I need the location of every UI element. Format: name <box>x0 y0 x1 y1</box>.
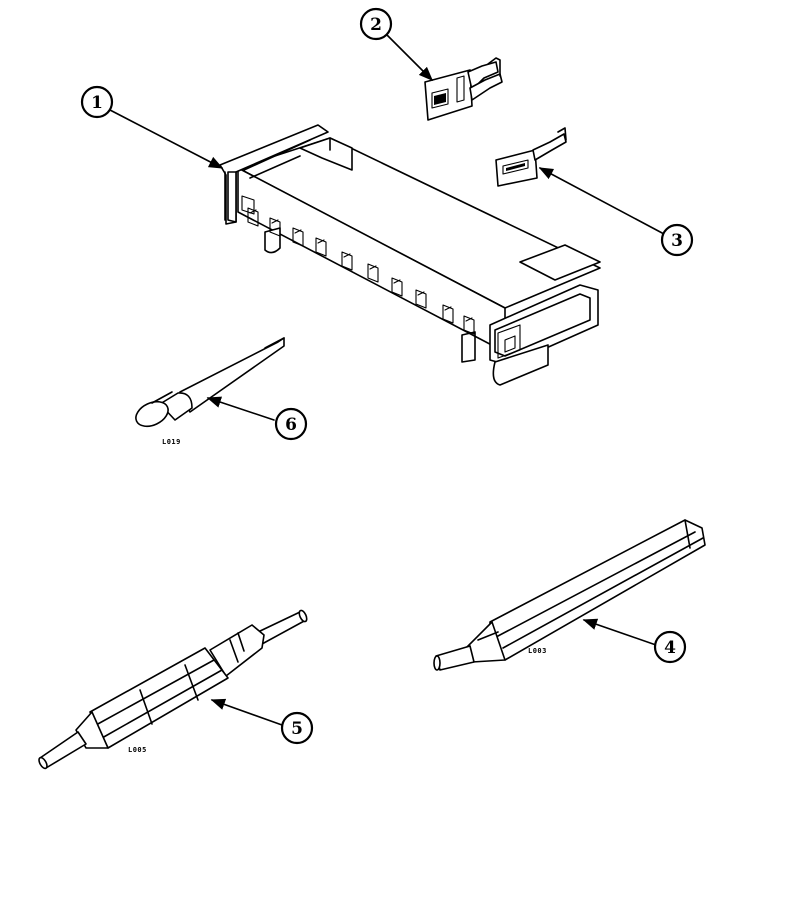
leader-1 <box>109 109 224 169</box>
connector-housing <box>219 124 601 386</box>
terminal-large <box>424 57 503 121</box>
tool-double-code: L005 <box>128 746 147 754</box>
callout-5: 5 <box>280 711 314 745</box>
callout-2: 2 <box>359 7 393 41</box>
leader-6 <box>206 396 275 421</box>
terminal-small <box>495 127 567 187</box>
leader-2 <box>385 33 434 82</box>
tool-small-code: L019 <box>162 438 181 446</box>
tool-hex-extractor: L003 <box>433 519 706 671</box>
leader-lines <box>109 33 665 726</box>
callout-6: 6 <box>274 407 308 441</box>
leader-4 <box>582 618 657 646</box>
callout-4-label: 4 <box>664 638 676 658</box>
callout-6-label: 6 <box>285 415 297 435</box>
callout-4: 4 <box>653 630 687 664</box>
callout-2-label: 2 <box>370 15 382 35</box>
leader-5 <box>210 698 283 726</box>
callout-5-label: 5 <box>291 719 303 739</box>
callout-1-label: 1 <box>91 93 103 113</box>
terminal-cavities <box>247 207 475 335</box>
callout-3: 3 <box>660 223 694 257</box>
leader-3 <box>538 167 665 235</box>
callout-3-label: 3 <box>671 231 683 251</box>
tool-small-extractor: L019 <box>135 337 285 446</box>
callout-1: 1 <box>80 85 114 119</box>
tool-hex-code: L003 <box>528 647 547 655</box>
tool-double-ended: L005 <box>38 609 308 770</box>
